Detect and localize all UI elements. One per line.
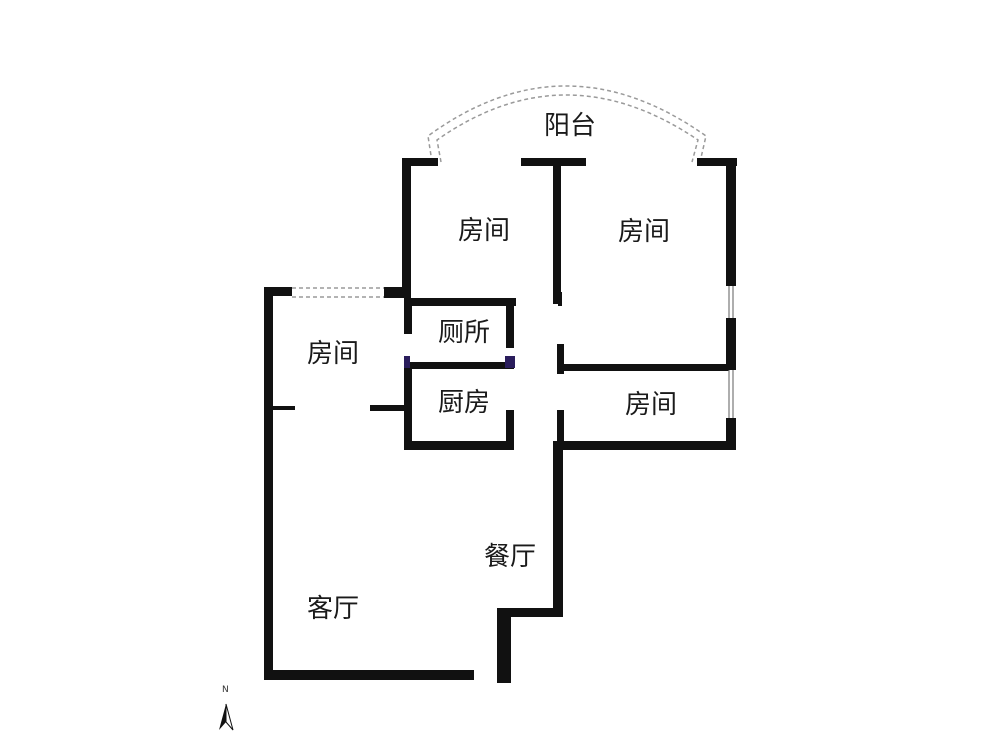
room-label-balcony: 阳台 [544, 111, 597, 141]
room-label-bedroom-left: 房间 [307, 339, 360, 369]
room-label-bedroom-top-right: 房间 [618, 217, 671, 247]
room-label-dining: 餐厅 [484, 542, 537, 572]
north-label: N [222, 685, 229, 695]
left-room-opening [292, 287, 384, 298]
right-windows [728, 286, 734, 418]
room-label-bedroom-right: 房间 [625, 390, 678, 420]
balcony-outline [427, 85, 707, 163]
north-arrow-icon [219, 703, 234, 731]
room-label-kitchen: 厨房 [438, 388, 491, 418]
room-label-toilet: 厕所 [438, 318, 491, 348]
room-label-bedroom-top-left: 房间 [458, 216, 511, 246]
walls [264, 158, 737, 683]
accent-marks [404, 356, 515, 368]
room-label-living: 客厅 [307, 594, 360, 624]
